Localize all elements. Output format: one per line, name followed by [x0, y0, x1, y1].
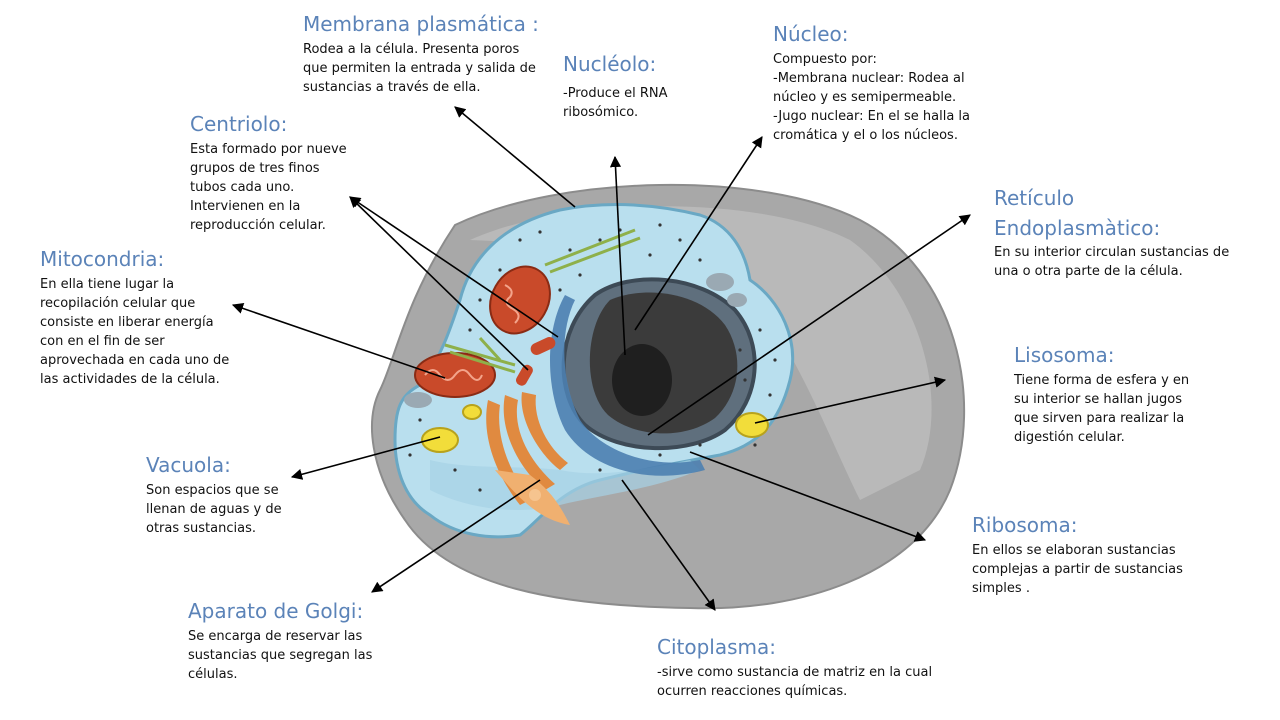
label-desc: Se encarga de reservar las sustancias qu…	[188, 629, 373, 682]
mitochondrion-small-2	[515, 364, 533, 386]
nucleolus	[612, 344, 672, 416]
label-desc: Tiene forma de esfera y en su interior s…	[1014, 373, 1190, 445]
label-title: Mitocondria:	[40, 247, 165, 271]
label-membrana: Membrana plasmática : Rodea a la célula.…	[303, 12, 563, 97]
label-reticulo: Retículo Endoplasmàtico: En su interior …	[994, 183, 1234, 281]
label-title: Vacuola:	[146, 453, 231, 477]
pointer-arrows	[231, 106, 971, 611]
golgi-apparatus	[486, 392, 570, 525]
label-ribosoma: Ribosoma: En ellos se elaboran sustancia…	[972, 513, 1212, 598]
label-title: Centriolo:	[190, 112, 288, 136]
label-desc: -sirve como sustancia de matriz en la cu…	[657, 665, 933, 699]
label-nucleolo: Nucléolo: -Produce el RNA ribosómico.	[563, 52, 703, 122]
arrow-ribosoma	[689, 451, 927, 542]
label-desc: Rodea a la célula. Presenta poros que pe…	[303, 42, 536, 95]
arrow-nucleo	[634, 136, 763, 331]
label-nucleo: Núcleo: Compuesto por: -Membrana nuclear…	[773, 22, 993, 145]
label-title: Aparato de Golgi:	[188, 599, 364, 623]
arrow-reticulo	[647, 214, 971, 436]
label-desc: -Produce el RNA ribosómico.	[563, 86, 668, 120]
vacuole	[421, 427, 459, 453]
label-desc: En su interior circulan sustancias de un…	[994, 245, 1230, 279]
label-title: Membrana plasmática :	[303, 12, 539, 36]
label-title: Citoplasma:	[657, 635, 777, 659]
arrow-vacuola	[290, 436, 441, 480]
centriole-fibers	[444, 228, 641, 374]
vesicle-1	[404, 392, 432, 408]
label-desc: Son espacios que se llenan de aguas y de…	[146, 483, 282, 536]
mitochondrion-top	[489, 265, 551, 335]
vesicle-2	[706, 273, 734, 291]
label-desc: En ellos se elaboran sustancias compleja…	[972, 543, 1183, 596]
outer-cell-shade	[470, 206, 932, 500]
mitochondrion-left-cristae	[424, 369, 483, 381]
label-title: Ribosoma:	[972, 513, 1078, 537]
arrow-golgi	[371, 479, 541, 593]
label-desc: Compuesto por: -Membrana nuclear: Rodea …	[773, 52, 970, 143]
mitochondrion-small-1	[530, 337, 556, 355]
label-centriolo: Centriolo: Esta formado por nueve grupos…	[190, 112, 370, 235]
arrow-centriolo-b	[349, 196, 529, 371]
ribosome-dots	[408, 223, 777, 492]
label-golgi: Aparato de Golgi: Se encarga de reservar…	[188, 599, 408, 684]
vacuole-small	[462, 404, 482, 420]
arrow-lisosoma	[754, 376, 947, 424]
er-rough	[550, 295, 705, 476]
lysosome	[735, 412, 769, 438]
label-citoplasma: Citoplasma: -sirve como sustancia de mat…	[657, 635, 957, 701]
arrow-centriolo-a	[349, 196, 559, 338]
vesicle-3	[727, 293, 747, 307]
arrow-citoplasma	[621, 479, 716, 611]
label-desc: En ella tiene lugar la recopilación celu…	[40, 277, 230, 387]
arrow-nucleolo	[609, 155, 626, 356]
arrow-membrana	[454, 106, 576, 208]
label-title: Lisosoma:	[1014, 343, 1115, 367]
label-lisosoma: Lisosoma: Tiene forma de esfera y en su …	[1014, 343, 1214, 447]
arrow-mitocondria	[231, 302, 446, 379]
label-desc: Esta formado por nueve grupos de tres fi…	[190, 142, 347, 233]
label-title: Nucléolo:	[563, 52, 657, 76]
label-mitocondria: Mitocondria: En ella tiene lugar la reco…	[40, 247, 250, 389]
label-title: Núcleo:	[773, 22, 849, 46]
label-title: Retículo Endoplasmàtico:	[994, 186, 1161, 240]
label-vacuola: Vacuola: Son espacios que se llenan de a…	[146, 453, 306, 538]
